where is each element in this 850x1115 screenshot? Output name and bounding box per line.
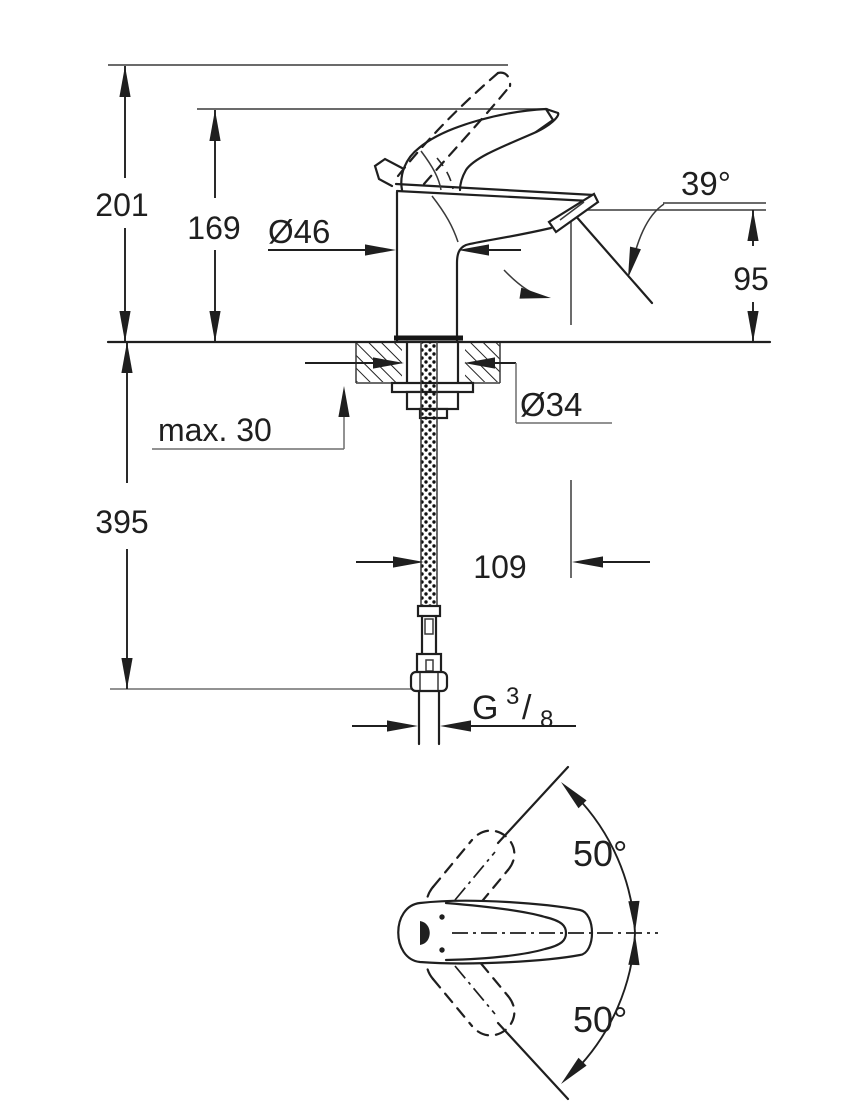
handle-dot-top bbox=[439, 914, 445, 920]
dimension-spout-outlet-height: 95 bbox=[733, 210, 769, 342]
dim-max30-label: max. 30 bbox=[158, 412, 272, 448]
angle-39-label: 39° bbox=[681, 165, 731, 202]
supply-hose bbox=[409, 342, 449, 746]
dimension-lever-height: 169 bbox=[187, 110, 241, 342]
dim-169-label: 169 bbox=[187, 210, 240, 246]
dimension-hose-length: 395 bbox=[95, 342, 149, 689]
dimension-body-diameter: Ø46 bbox=[268, 213, 521, 256]
dim-395-label: 395 bbox=[95, 504, 148, 540]
faucet-handle-raised-dashed bbox=[396, 71, 512, 186]
top-view: 50° 50° bbox=[397, 765, 658, 1101]
thread-sup-label: 3 bbox=[506, 683, 519, 710]
faucet-body bbox=[394, 157, 600, 343]
thread-g-label: G bbox=[472, 689, 498, 727]
annotation-spout-angle: 39° bbox=[503, 165, 731, 305]
faucet-handle bbox=[373, 107, 560, 192]
dim-dia34-label: Ø34 bbox=[520, 386, 582, 423]
dim-201-label: 201 bbox=[95, 187, 148, 223]
thread-sub-label: 8 bbox=[540, 706, 553, 733]
angle-50-top-label: 50° bbox=[573, 833, 627, 874]
handle-top-view bbox=[397, 899, 658, 965]
dimension-spout-reach: 109 bbox=[356, 549, 650, 585]
front-view: 201 169 95 395 Ø46 bbox=[95, 64, 772, 746]
dimension-thread: G 3 / 8 bbox=[352, 683, 576, 733]
dimension-deck-thickness: max. 30 bbox=[152, 386, 350, 450]
thread-slash-label: / bbox=[522, 689, 532, 727]
swivel-angle-annotation: 50° 50° bbox=[496, 765, 641, 1101]
extension-lines bbox=[108, 64, 766, 690]
handle-mark bbox=[420, 921, 430, 945]
aerator bbox=[547, 192, 600, 234]
dimension-overall-height: 201 bbox=[95, 66, 149, 342]
countertop-section bbox=[106, 340, 772, 384]
dimension-hole-diameter: Ø34 bbox=[305, 357, 612, 424]
dim-dia46-label: Ø46 bbox=[268, 213, 330, 250]
angle-50-bottom-label: 50° bbox=[573, 999, 627, 1040]
dim-109-label: 109 bbox=[473, 549, 526, 585]
handle-dot-bottom bbox=[439, 947, 445, 953]
dim-95-label: 95 bbox=[733, 261, 769, 297]
